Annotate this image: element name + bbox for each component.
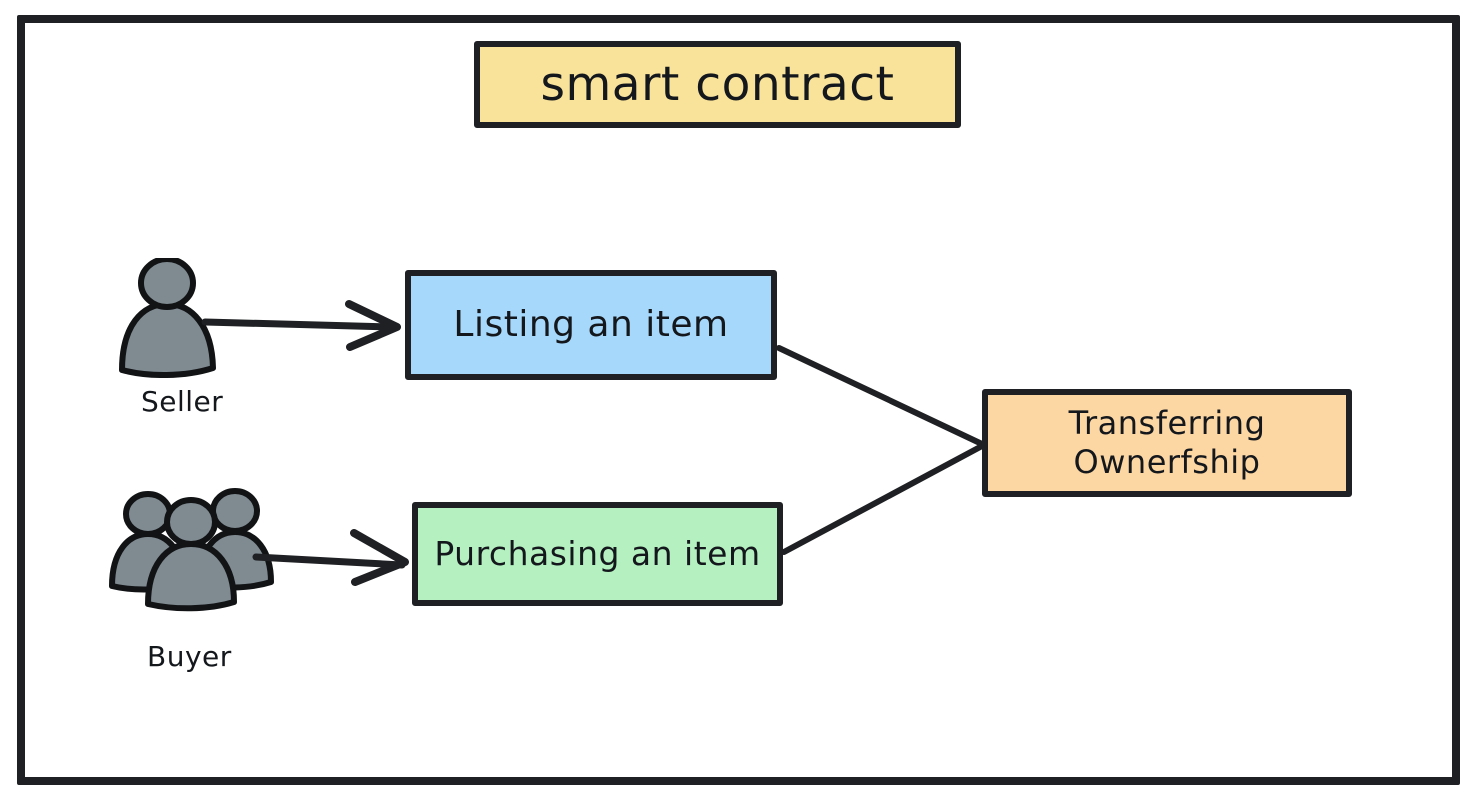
node-transferring-ownership[interactable]: Transferring Ownerfship: [982, 389, 1352, 497]
node-transferring-ownership-label-line1: Transferring: [1068, 403, 1266, 442]
actor-buyer-label: Buyer: [147, 640, 232, 673]
actor-buyer[interactable]: [104, 478, 279, 613]
diagram-outer-frame: [17, 15, 1460, 785]
single-person-icon: [119, 256, 216, 378]
node-smart-contract-label: smart contract: [540, 56, 895, 112]
node-listing-an-item-label: Listing an item: [453, 304, 729, 346]
node-transferring-ownership-label-line2: Ownerfship: [1073, 443, 1261, 481]
actor-seller-label: Seller: [141, 385, 224, 418]
group-people-icon: [109, 488, 274, 612]
node-listing-an-item[interactable]: Listing an item: [405, 270, 777, 380]
node-purchasing-an-item[interactable]: Purchasing an item: [412, 502, 783, 606]
node-smart-contract[interactable]: smart contract: [474, 41, 961, 128]
actor-seller[interactable]: [110, 256, 240, 378]
node-purchasing-an-item-label: Purchasing an item: [434, 533, 761, 573]
